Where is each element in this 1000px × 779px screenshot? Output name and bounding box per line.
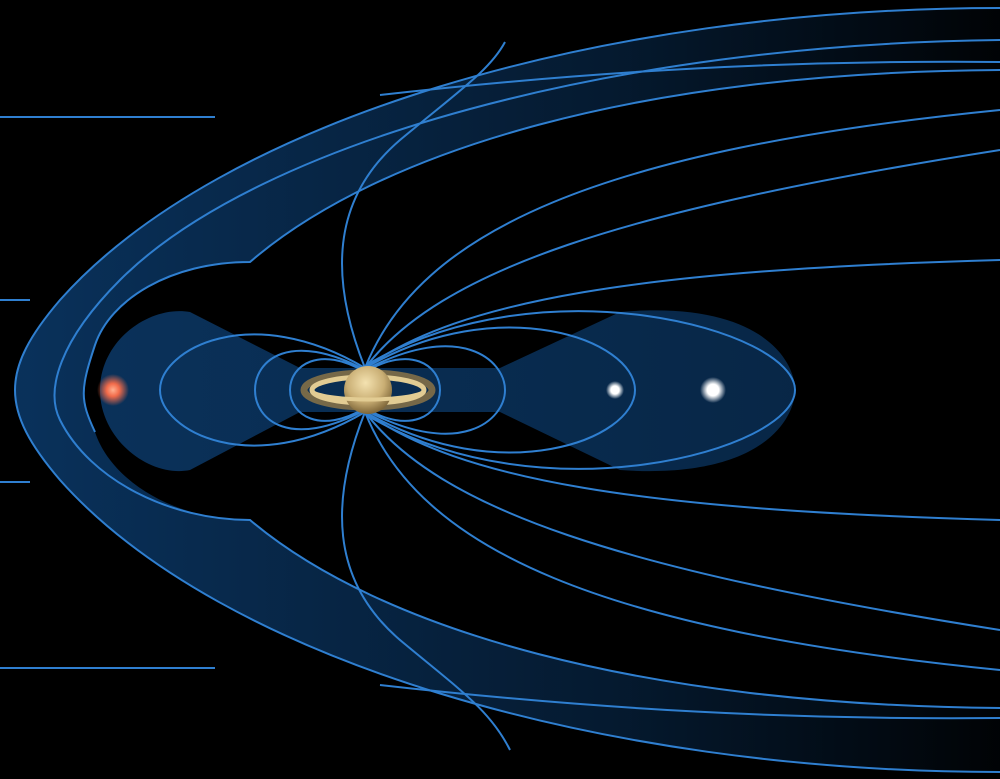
dipole-loop [288,358,366,422]
tail-field-line [364,411,1000,521]
red-moon-icon [97,374,129,406]
tail-field-line [364,149,1000,369]
inner-white-moon-icon [606,381,624,399]
dipole-loop [364,326,637,454]
tail-field-line [364,411,1000,631]
outer-white-moon-icon [700,377,726,403]
tail-field-line [341,411,511,751]
dipole-loop [253,349,366,431]
tail-field-line [364,411,1000,671]
tail-field-line [364,259,1000,369]
magnetosheath-band [15,8,1000,772]
bow-shock-inner [53,39,1000,709]
dipole-loop [364,310,797,470]
bow-shock-outer [14,7,1000,773]
magnetopause [82,69,1000,433]
dipole-loop [158,333,366,447]
dipole-loop [364,358,442,422]
plasma-torus [100,310,795,472]
tail-field-line [341,41,506,369]
tail-field-line [379,684,1000,720]
dipole-loop [364,345,507,435]
saturn-icon [300,366,436,414]
tail-field-line [364,109,1000,369]
tail-field-line [379,60,1000,96]
